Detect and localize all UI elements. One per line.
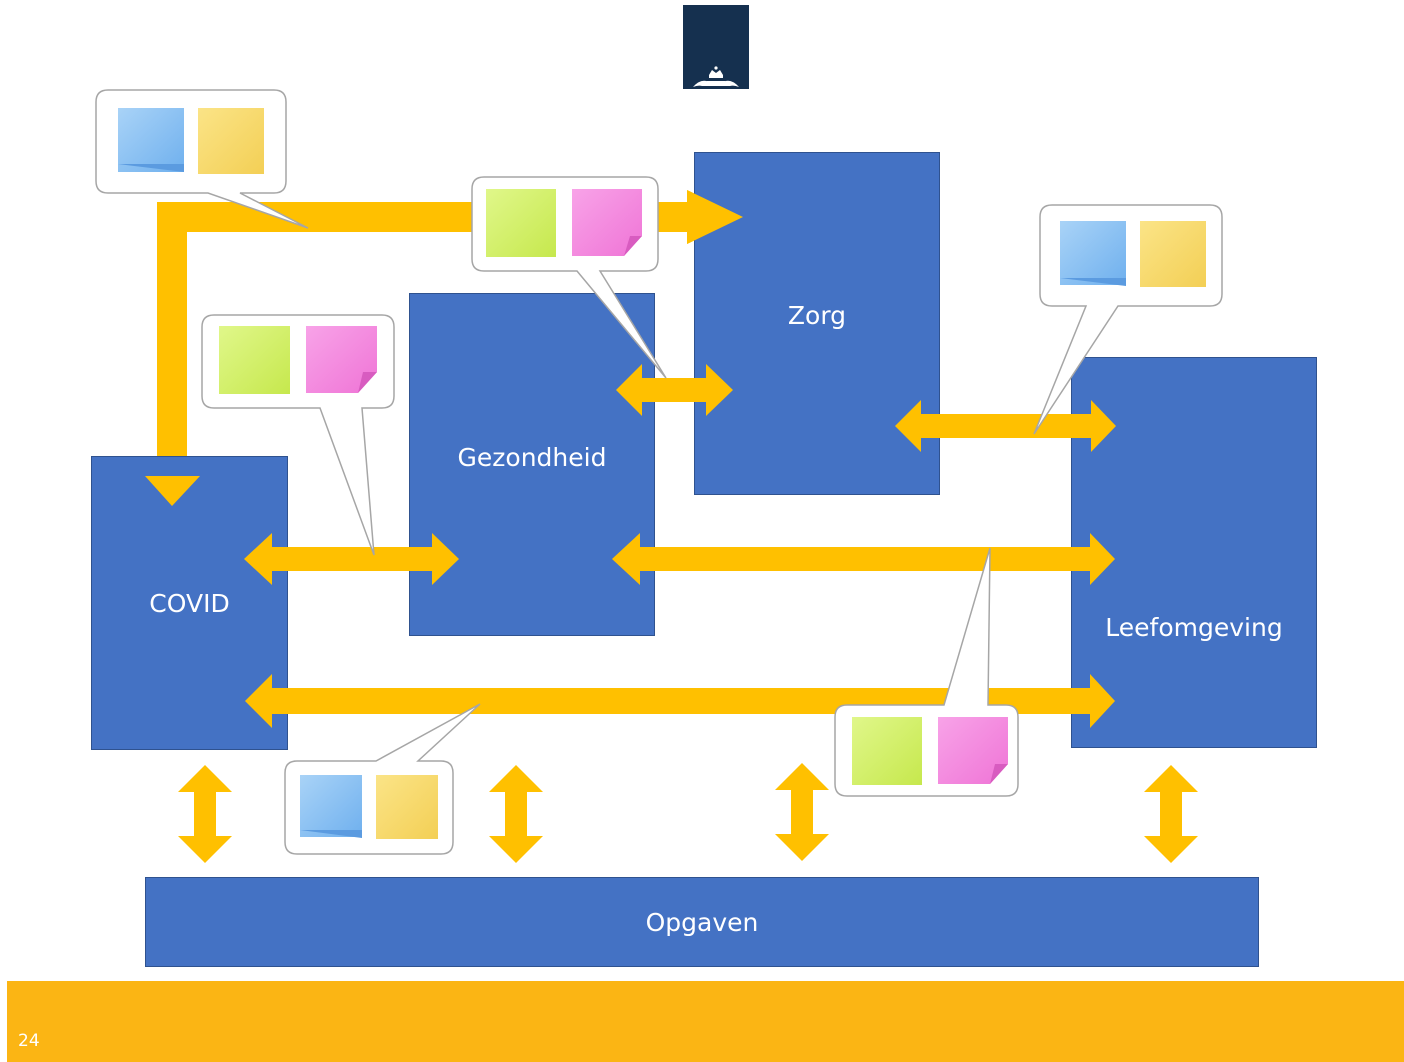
- sticky-note-icon: [1140, 221, 1206, 287]
- vertical-arrow-4: [1144, 765, 1198, 863]
- sticky-note-icon: [219, 326, 290, 394]
- speech-bubble-right: [1033, 204, 1223, 435]
- box-opgaven-label: Opgaven: [645, 907, 759, 937]
- sticky-note-icon: [486, 189, 556, 257]
- footer-bar: [7, 981, 1404, 1062]
- government-logo: [683, 5, 749, 89]
- speech-bubble-left-middle: [201, 314, 395, 556]
- sticky-note-icon: [118, 108, 184, 172]
- vertical-arrow-1: [178, 765, 232, 863]
- box-gezondheid: Gezondheid: [409, 293, 655, 636]
- sticky-note-icon: [572, 189, 642, 256]
- sticky-note-icon: [376, 775, 438, 839]
- page-number: 24: [18, 1031, 40, 1051]
- sticky-note-icon: [306, 326, 377, 393]
- box-zorg-label: Zorg: [787, 301, 847, 330]
- box-leefomgeving-label: Leefomgeving: [1105, 613, 1283, 642]
- left-connector-bar: [157, 202, 187, 478]
- box-zorg: Zorg: [694, 152, 940, 495]
- box-opgaven: Opgaven: [145, 877, 1259, 967]
- crown-emblem-icon: [693, 66, 739, 87]
- vertical-arrow-2: [489, 765, 543, 863]
- sticky-note-icon: [938, 717, 1008, 784]
- box-gezondheid-label: Gezondheid: [457, 443, 607, 472]
- speech-bubble-top-center: [471, 176, 667, 379]
- sticky-note-icon: [300, 775, 362, 838]
- sticky-note-icon: [198, 108, 264, 174]
- speech-bubble-bottom-left: [284, 703, 481, 855]
- vertical-arrow-3: [775, 763, 829, 861]
- sticky-note-icon: [852, 717, 922, 785]
- box-covid-label: COVID: [149, 588, 230, 618]
- speech-bubble-bottom-right: [834, 547, 1019, 797]
- speech-bubble-top-left: [95, 89, 309, 229]
- sticky-note-icon: [1060, 221, 1126, 286]
